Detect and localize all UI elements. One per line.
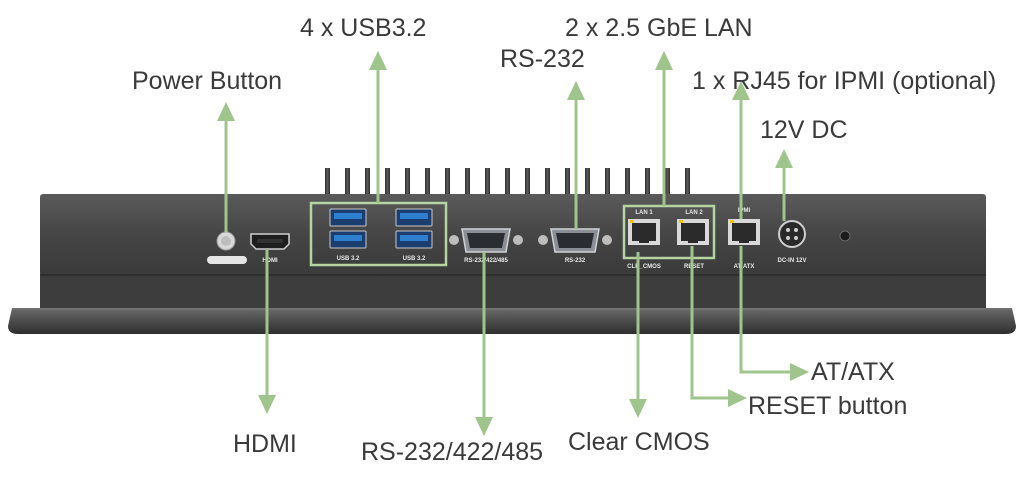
rs232-422-485-callout-label: RS-232/422/485 (361, 438, 544, 466)
lan-highlight-box (622, 204, 716, 260)
lan1-port-label: LAN 1 (635, 210, 653, 216)
usb-right-port-label: USB 3.2 (403, 256, 426, 262)
dc-in-callout-label: 12V DC (760, 116, 848, 144)
at-atx-port-label: AT/ATX (734, 264, 755, 270)
callout-arrowheads (217, 51, 809, 436)
com1-port-label: RS-232/422/485 (464, 258, 508, 264)
hdmi-callout-label: HDMI (233, 430, 297, 458)
reset-port-label: RESET (684, 264, 704, 270)
heatsink-fins (325, 168, 690, 196)
chassis-hole (839, 230, 851, 242)
clear-cmos-port-label: CLR_CMOS (627, 264, 661, 270)
clear-cmos-callout-label: Clear CMOS (568, 428, 710, 456)
usb-left-port-label: USB 3.2 (337, 256, 360, 262)
com1-db9-port (449, 228, 523, 253)
dc-in-port-label: DC-IN 12V (777, 258, 806, 264)
rs232-callout-label: RS-232 (500, 45, 585, 73)
dc-in-connector (778, 220, 806, 248)
front-bezel (8, 308, 1016, 334)
usb-ports (329, 208, 433, 249)
com2-db9-port (538, 228, 612, 253)
lan2-port-label: LAN 2 (685, 210, 703, 216)
com2-port-label: RS-232 (565, 258, 586, 264)
ipmi-callout-label: 1 x RJ45 for IPMI (optional) (692, 67, 997, 95)
callout-arrows (224, 67, 793, 420)
ipmi-rj45-port (728, 219, 760, 245)
hdmi-port-label: HDMI (262, 258, 278, 264)
usb-callout-label: 4 x USB3.2 (300, 14, 427, 42)
lan1-rj45-port (628, 219, 660, 245)
chassis-lower-band (40, 274, 986, 308)
lan-callout-label: 2 x 2.5 GbE LAN (565, 14, 753, 42)
power-button (207, 231, 247, 264)
reset-callout-label: RESET button (748, 392, 908, 420)
ipmi-port-label: IPMI (738, 208, 751, 214)
hdmi-port (250, 233, 290, 250)
chassis-body (40, 194, 986, 276)
lan2-rj45-port (677, 219, 709, 245)
power-button-callout-label: Power Button (132, 67, 283, 95)
at-atx-callout-label: AT/ATX (811, 358, 895, 386)
